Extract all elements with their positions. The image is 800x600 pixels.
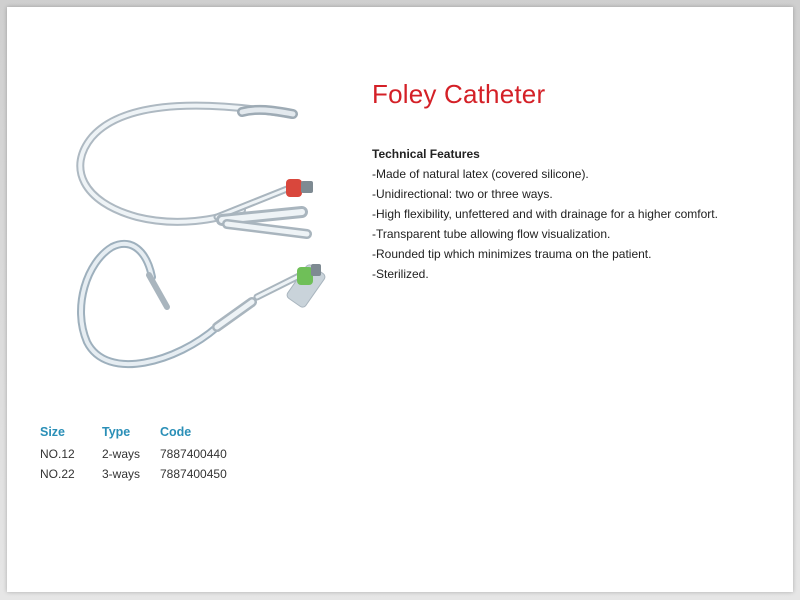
header-type: Type (102, 425, 131, 439)
spec-table: Size Type Code NO.12 2-ways 7887400440 N… (40, 425, 260, 487)
feature-item: -Made of natural latex (covered silicone… (372, 167, 589, 181)
cell-size: NO.12 (40, 447, 75, 461)
spec-header-row: Size Type Code (40, 425, 260, 447)
catheter-product-image (76, 101, 326, 368)
technical-features: Technical Features -Made of natural late… (372, 144, 772, 284)
feature-item: -Sterilized. (372, 267, 429, 281)
product-sheet: Foley Catheter Technical Features -Made … (7, 7, 793, 592)
feature-item: -Rounded tip which minimizes trauma on t… (372, 247, 652, 261)
cell-type: 2-ways (102, 447, 141, 461)
table-row: NO.22 3-ways 7887400450 (40, 467, 260, 487)
header-code: Code (160, 425, 192, 439)
feature-item: -Transparent tube allowing flow visualiz… (372, 227, 611, 241)
header-size: Size (40, 425, 66, 439)
product-title: Foley Catheter (372, 79, 546, 109)
table-row: NO.12 2-ways 7887400440 (40, 447, 260, 467)
cell-size: NO.22 (40, 467, 75, 481)
cell-type: 3-ways (102, 467, 141, 481)
cell-code: 7887400450 (160, 467, 227, 481)
cell-code: 7887400440 (160, 447, 227, 461)
feature-item: -High flexibility, unfettered and with d… (372, 207, 718, 221)
feature-item: -Unidirectional: two or three ways. (372, 187, 553, 201)
green-valve-icon (297, 267, 313, 285)
features-heading: Technical Features (372, 147, 480, 161)
red-valve-icon (286, 179, 302, 197)
